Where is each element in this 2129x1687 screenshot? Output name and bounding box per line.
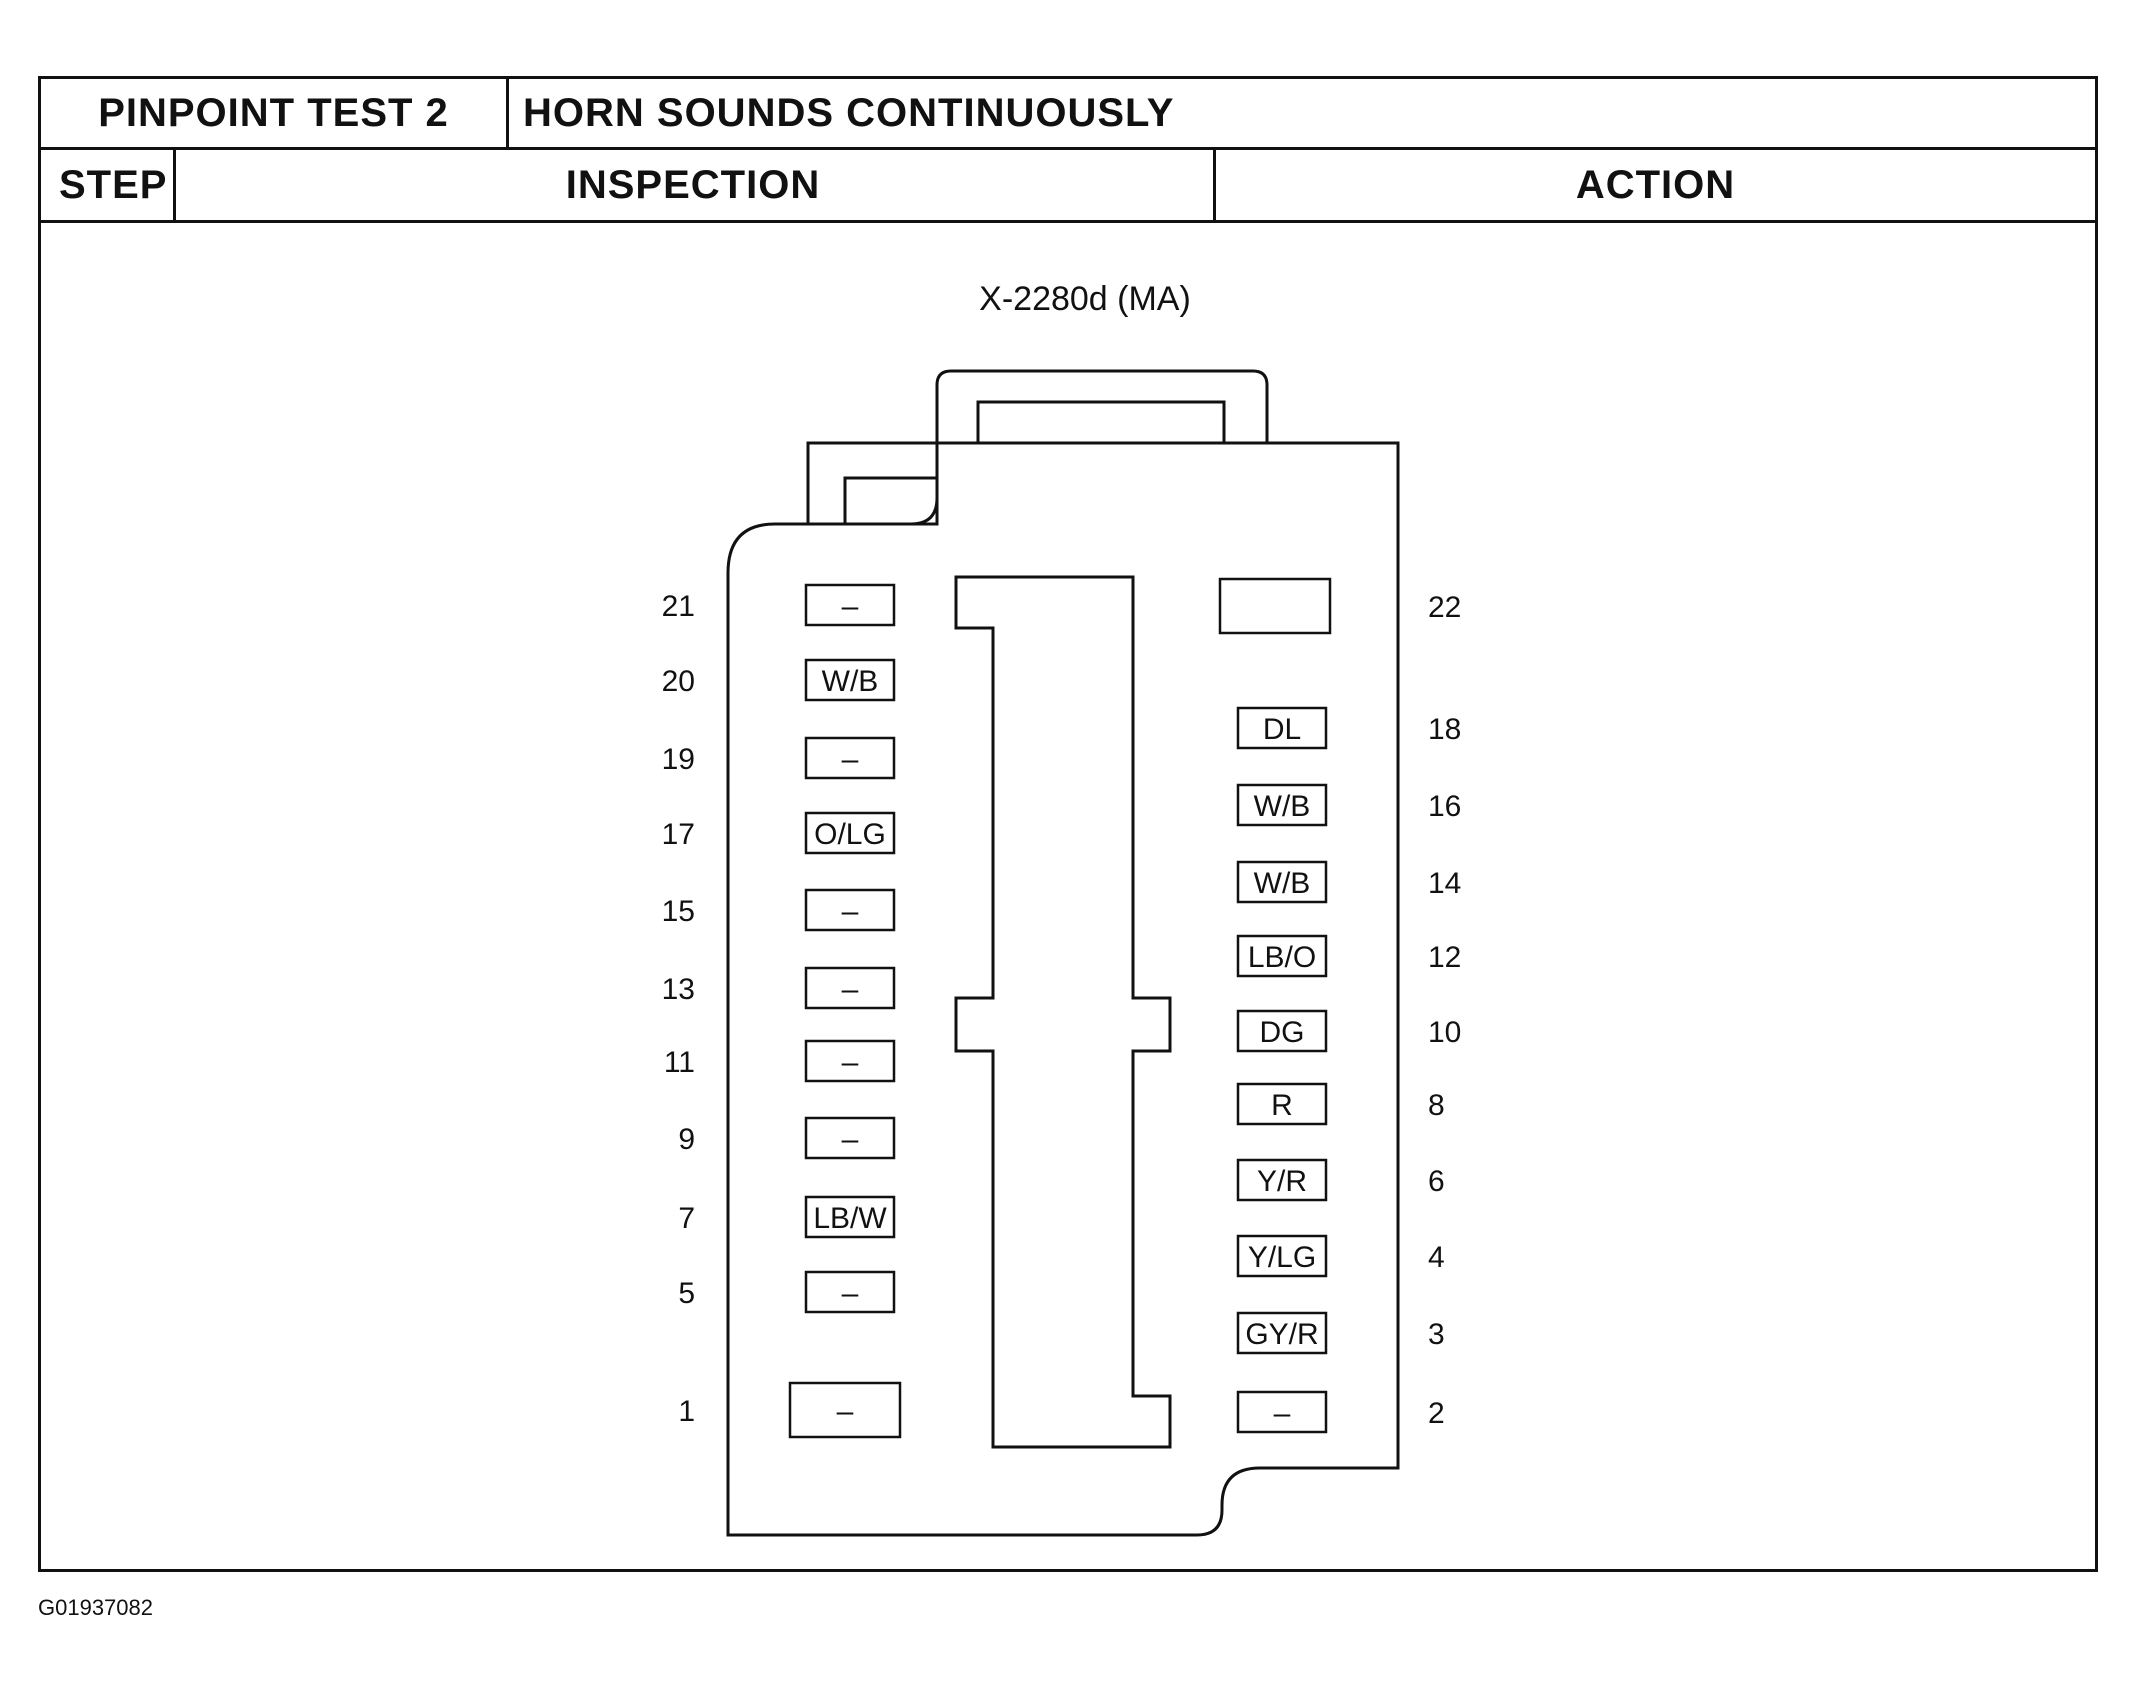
pin-number-12: 12 bbox=[1428, 941, 1461, 974]
column-header-divider bbox=[41, 220, 2095, 223]
wire-color-6: Y/R bbox=[1257, 1165, 1307, 1198]
pin-cavity-14 bbox=[1236, 860, 1328, 904]
connector-latch bbox=[935, 369, 1269, 443]
action-column-header: ACTION bbox=[1575, 162, 1736, 207]
pin-number-16: 16 bbox=[1428, 790, 1461, 823]
pin-cavity-13 bbox=[804, 966, 896, 1010]
pin-number-19: 19 bbox=[662, 743, 695, 776]
pinpoint-test-table: PINPOINT TEST 2 HORN SOUNDS CONTINUOUSLY… bbox=[38, 76, 2098, 1572]
figure-id: G01937082 bbox=[38, 1595, 153, 1620]
pin-cavity-2 bbox=[1236, 1390, 1328, 1434]
pin-number-14: 14 bbox=[1428, 867, 1461, 900]
pin-cavity-15 bbox=[804, 888, 896, 932]
wire-color-9: – bbox=[842, 1123, 859, 1156]
pin-number-15: 15 bbox=[662, 895, 695, 928]
connector-body-outline bbox=[726, 441, 1400, 1537]
connector-key bbox=[806, 441, 939, 526]
pin-cavity-3 bbox=[1236, 1311, 1328, 1355]
pin-cavity-16 bbox=[1236, 783, 1328, 827]
pin-number-22: 22 bbox=[1428, 591, 1461, 624]
pin-number-5: 5 bbox=[678, 1277, 695, 1310]
pin-number-6: 6 bbox=[1428, 1165, 1445, 1198]
test-label: PINPOINT TEST 2 bbox=[98, 90, 449, 135]
wire-color-1: – bbox=[837, 1395, 854, 1428]
pin-cavity-20 bbox=[804, 658, 896, 702]
connector-label: X-2280d (MA) bbox=[979, 280, 1191, 318]
pin-number-2: 2 bbox=[1428, 1397, 1445, 1430]
wire-color-11: – bbox=[842, 1046, 859, 1079]
pin-cavity-7 bbox=[804, 1195, 896, 1239]
pin-number-18: 18 bbox=[1428, 713, 1461, 746]
wire-color-4: Y/LG bbox=[1248, 1241, 1316, 1274]
action-separator bbox=[1213, 147, 1216, 220]
pin-number-10: 10 bbox=[1428, 1016, 1461, 1049]
pin-cavity-22 bbox=[1218, 577, 1332, 635]
header-divider bbox=[41, 147, 2095, 150]
wire-color-17: O/LG bbox=[814, 818, 886, 851]
pin-number-9: 9 bbox=[678, 1123, 695, 1156]
pin-cavity-1 bbox=[788, 1381, 902, 1439]
pin-cavity-12 bbox=[1236, 934, 1328, 978]
pin-number-17: 17 bbox=[662, 818, 695, 851]
wire-color-3: GY/R bbox=[1245, 1318, 1318, 1351]
key-window bbox=[843, 476, 939, 526]
wire-color-7: LB/W bbox=[813, 1202, 887, 1235]
pin-cavity-21 bbox=[804, 583, 896, 627]
wire-color-10: DG bbox=[1260, 1016, 1305, 1049]
pin-cavity-8 bbox=[1236, 1082, 1328, 1126]
pin-cavity-11 bbox=[804, 1039, 896, 1083]
pin-number-20: 20 bbox=[662, 665, 695, 698]
wire-color-14: W/B bbox=[1254, 867, 1311, 900]
wire-color-19: – bbox=[842, 743, 859, 776]
pin-cavity-19 bbox=[804, 736, 896, 780]
pin-cavity-18 bbox=[1236, 706, 1328, 750]
wire-color-8: R bbox=[1271, 1089, 1293, 1122]
pin-number-4: 4 bbox=[1428, 1241, 1445, 1274]
pin-cavity-4 bbox=[1236, 1234, 1328, 1278]
pin-cavity-17 bbox=[804, 811, 896, 855]
test-title: HORN SOUNDS CONTINUOUSLY bbox=[523, 90, 1175, 135]
wire-color-15: – bbox=[842, 895, 859, 928]
connector-center-rib bbox=[954, 575, 1172, 1449]
pin-cavity-10 bbox=[1236, 1009, 1328, 1053]
wire-color-18: DL bbox=[1263, 713, 1301, 746]
wire-color-20: W/B bbox=[822, 665, 879, 698]
latch-window bbox=[976, 400, 1226, 445]
pin-number-1: 1 bbox=[678, 1395, 695, 1428]
pin-cavity-9 bbox=[804, 1116, 896, 1160]
pin-number-21: 21 bbox=[662, 590, 695, 623]
pin-number-7: 7 bbox=[678, 1202, 695, 1235]
step-column-header: STEP bbox=[59, 162, 168, 207]
wire-color-2: – bbox=[1274, 1397, 1291, 1430]
inspection-column-header: INSPECTION bbox=[565, 162, 821, 207]
wire-color-5: – bbox=[842, 1277, 859, 1310]
pin-number-3: 3 bbox=[1428, 1318, 1445, 1351]
pin-number-13: 13 bbox=[662, 973, 695, 1006]
pin-cavity-6 bbox=[1236, 1158, 1328, 1202]
wire-color-13: – bbox=[842, 973, 859, 1006]
step-separator bbox=[173, 147, 176, 220]
pin-cavity-5 bbox=[804, 1270, 896, 1314]
wire-color-12: LB/O bbox=[1248, 941, 1316, 974]
wire-color-21: – bbox=[842, 590, 859, 623]
header-separator bbox=[506, 79, 509, 147]
left-pin-column: – 21W/B 20 – 19O/LG 17 – 15 – 13 – 11 – 9LB/W 7 – 5 – 1 bbox=[662, 583, 902, 1439]
pin-number-8: 8 bbox=[1428, 1089, 1445, 1122]
wire-color-16: W/B bbox=[1254, 790, 1311, 823]
pin-number-11: 11 bbox=[664, 1046, 695, 1079]
